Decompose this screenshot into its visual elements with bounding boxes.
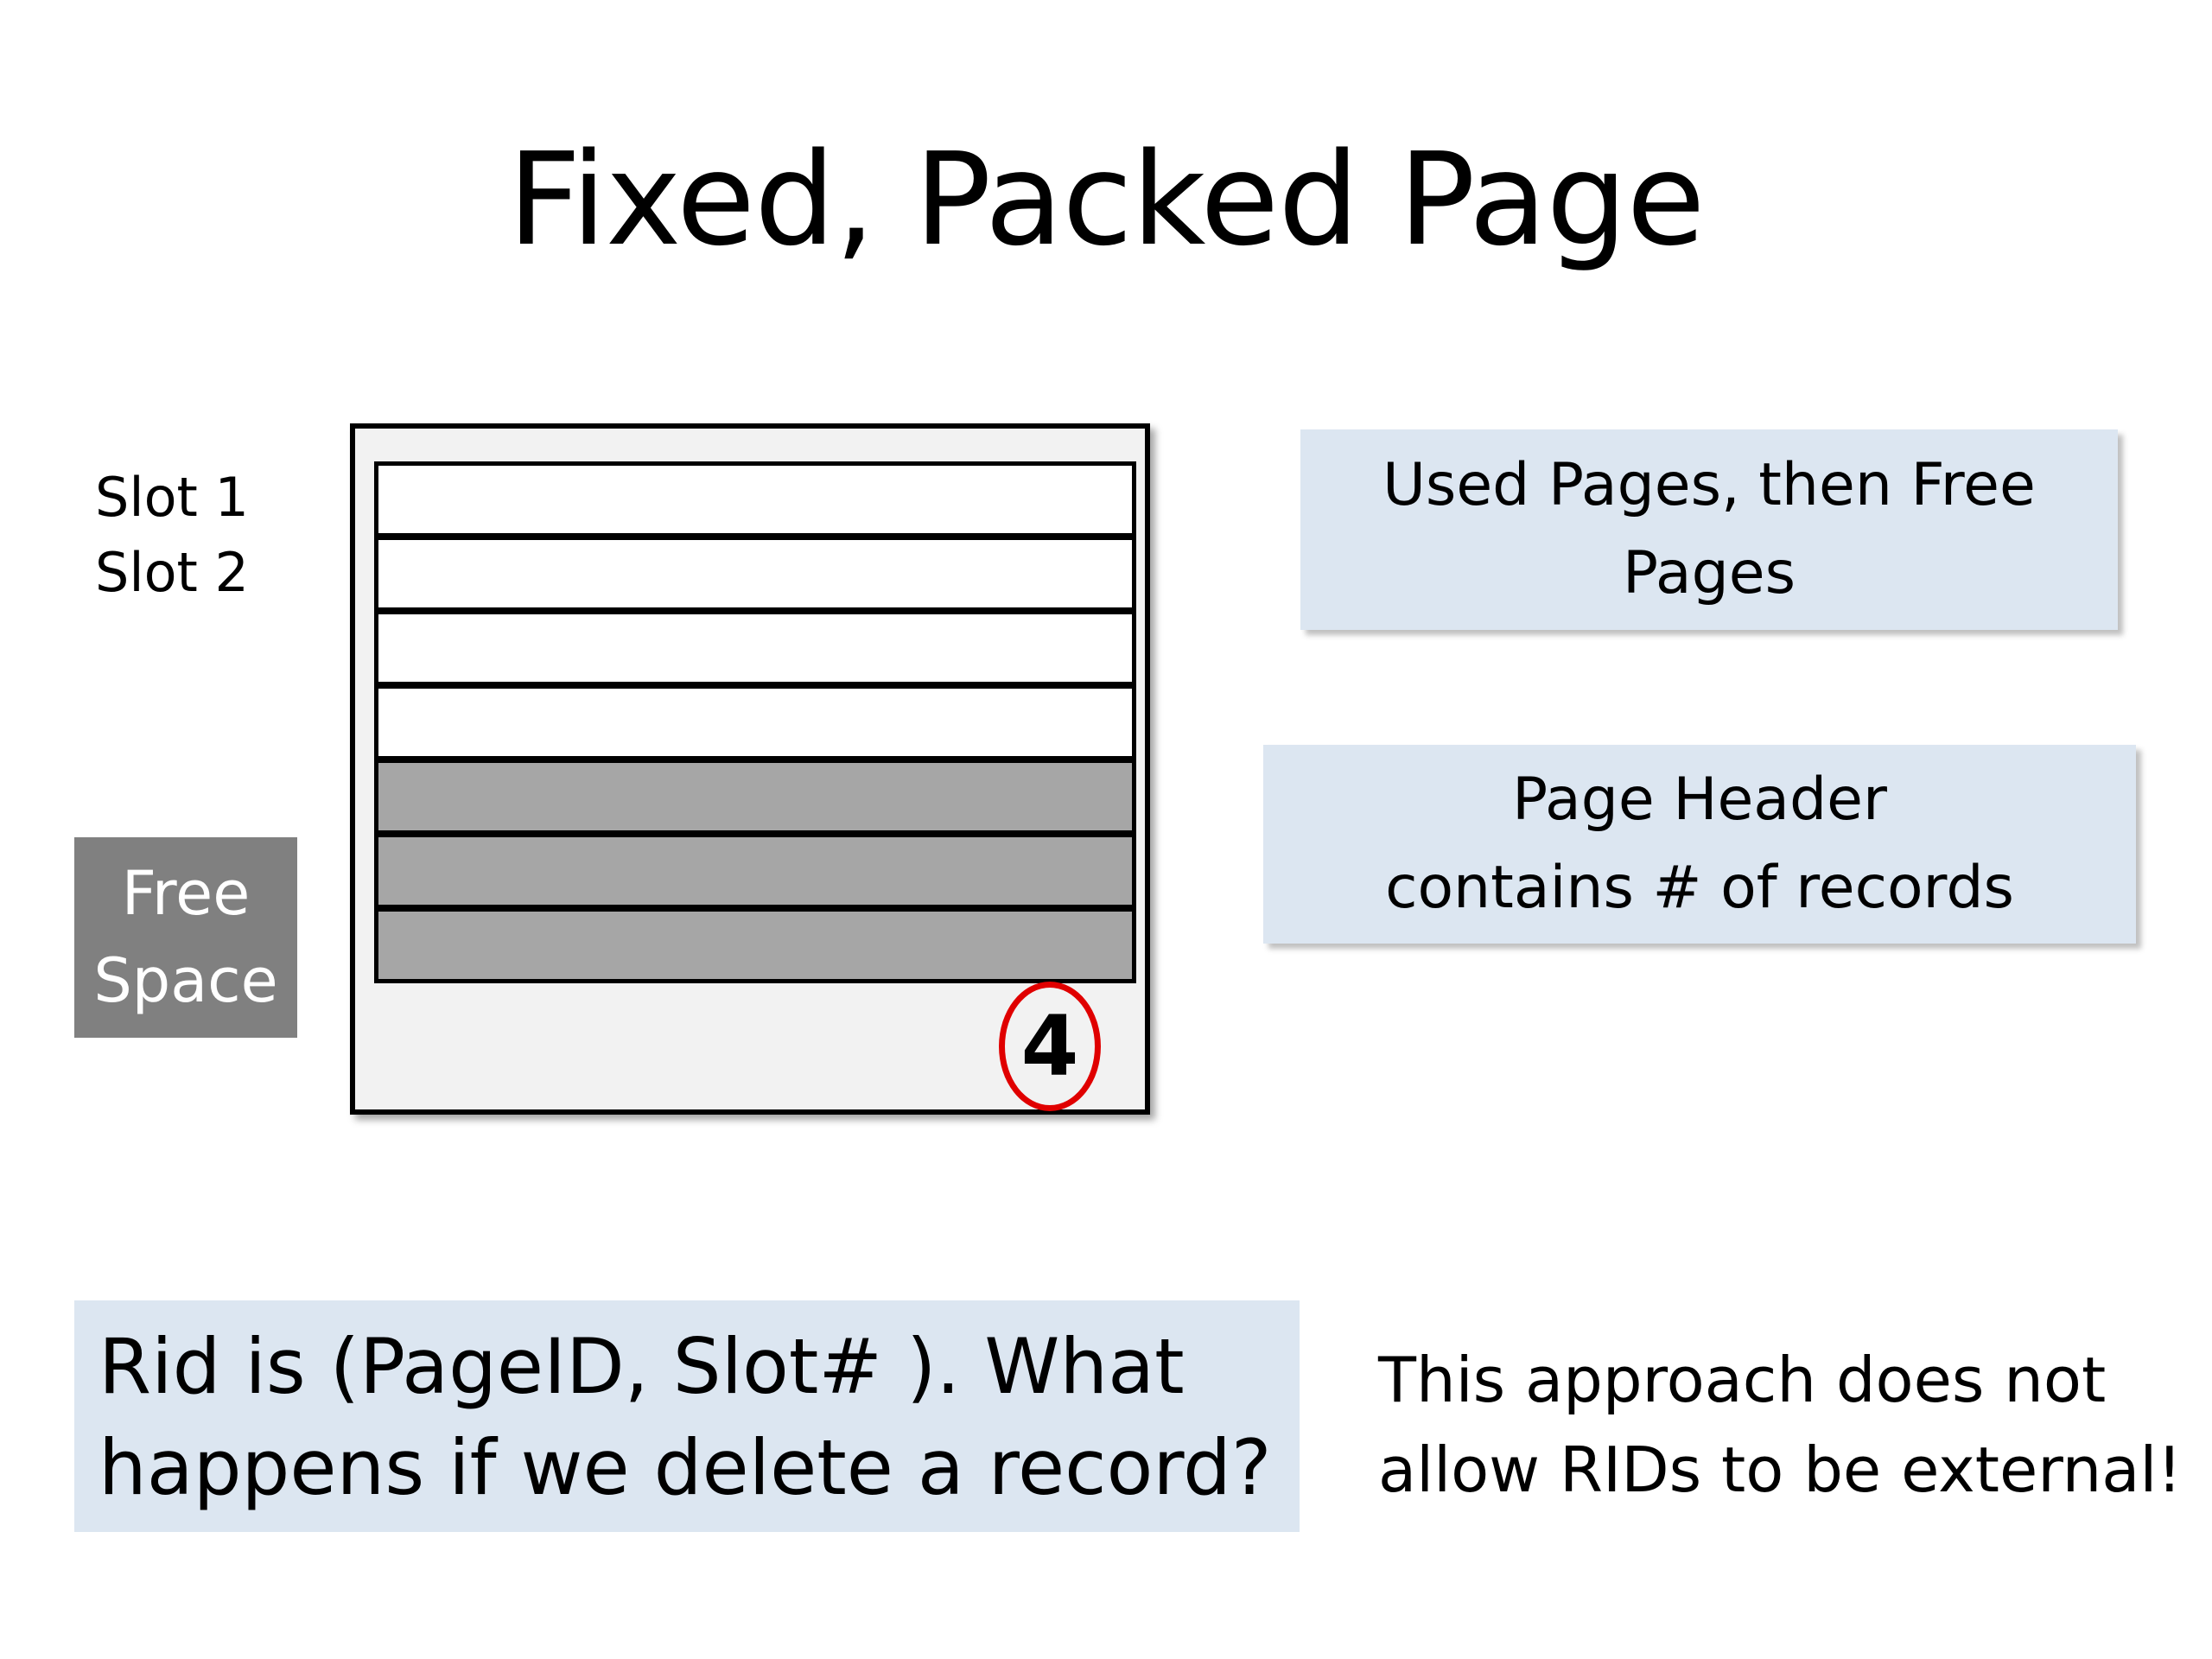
page-header-line-1: Page Header [1512, 766, 1887, 834]
slot-free-2 [374, 833, 1136, 909]
question-line-1: Rid is (PageID, Slot# ). What [99, 1322, 1185, 1411]
slot-record-3 [374, 610, 1136, 686]
slot-record-1 [374, 461, 1136, 537]
slot-1-label: Slot 1 [95, 466, 249, 529]
page-diagram: 4 [350, 423, 1150, 1115]
note-line-1: This approach does not [1378, 1344, 2107, 1416]
slot-2-label: Slot 2 [95, 541, 249, 604]
slide-title: Fixed, Packed Page [507, 125, 1705, 274]
free-space-line-1: Free [121, 857, 251, 929]
slot-record-4 [374, 684, 1136, 760]
used-pages-line-1: Used Pages, then Free [1382, 451, 2036, 519]
page-header-line-2: contains # of records [1385, 854, 2014, 922]
slot-record-2 [374, 536, 1136, 612]
question-line-2: happens if we delete a record? [99, 1423, 1272, 1513]
free-space-line-2: Space [93, 945, 278, 1016]
question-box: Rid is (PageID, Slot# ). What happens if… [74, 1300, 1300, 1532]
slot-free-1 [374, 759, 1136, 835]
external-rid-note: This approach does not allow RIDs to be … [1378, 1335, 2199, 1516]
note-line-2: allow RIDs to be external! [1378, 1433, 2183, 1507]
slot-free-3 [374, 907, 1136, 983]
free-space-legend: Free Space [74, 837, 297, 1038]
record-count-circle: 4 [999, 982, 1101, 1111]
page-header-callout: Page Header contains # of records [1263, 745, 2136, 944]
used-pages-callout: Used Pages, then Free Pages [1300, 429, 2118, 630]
used-pages-line-2: Pages [1622, 539, 1796, 607]
